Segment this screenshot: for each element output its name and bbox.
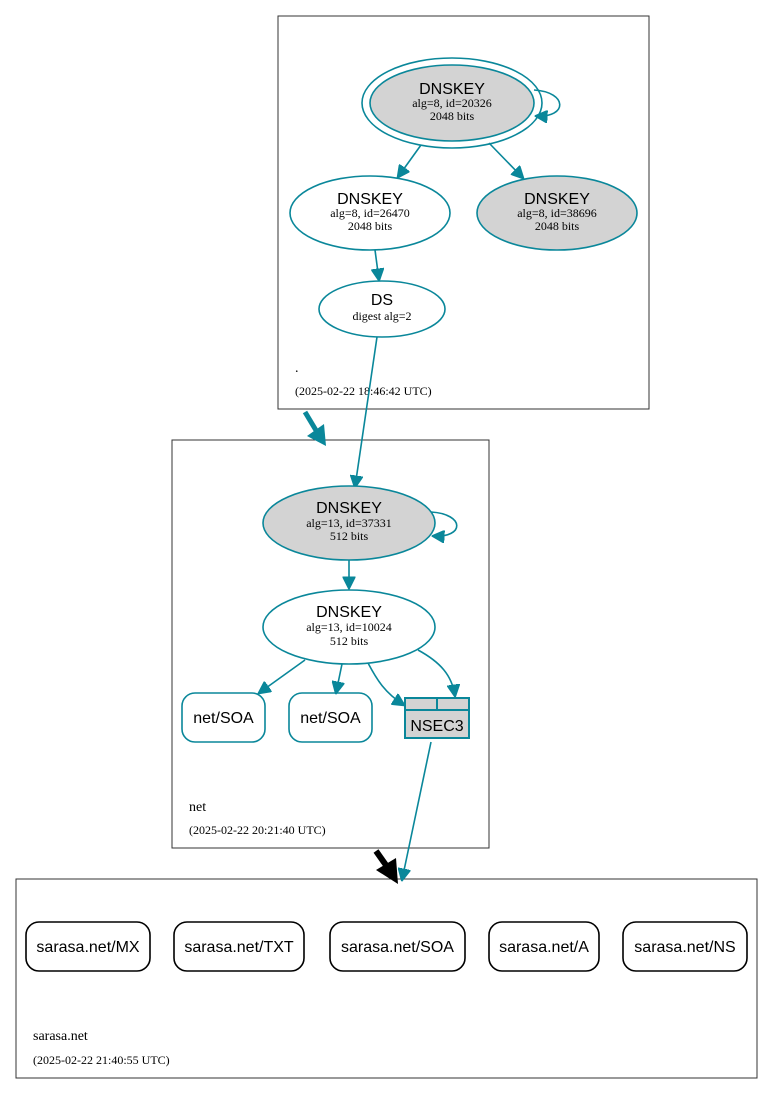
edge-net-zsk-nsec3-a	[367, 662, 404, 705]
root-ksk-node[interactable]: DNSKEY alg=8, id=20326 2048 bits	[361, 57, 543, 149]
delegation-root-net-head	[307, 424, 326, 446]
net-soa2-node[interactable]: net/SOA	[288, 692, 373, 743]
root-ksk-bits: 2048 bits	[430, 109, 475, 123]
edge-net-zsk-soa2	[336, 663, 342, 693]
root-zsk1-node[interactable]: DNSKEY alg=8, id=26470 2048 bits	[289, 175, 451, 251]
net-zsk-title: DNSKEY	[316, 604, 382, 621]
edge-root-ds-net-ksk	[355, 336, 378, 487]
record-mx[interactable]: sarasa.net/MX	[25, 921, 151, 972]
root-ds-node[interactable]: DS digest alg=2	[318, 280, 446, 338]
root-zsk2-title: DNSKEY	[524, 191, 590, 208]
zone-sarasa-name: sarasa.net	[33, 1029, 88, 1044]
root-ksk-alg: alg=8, id=20326	[412, 96, 492, 110]
edge-root-ksk-zsk1	[398, 144, 422, 177]
root-zsk2-bits: 2048 bits	[535, 219, 580, 233]
zone-root-name: .	[295, 361, 299, 376]
root-ds-digest: digest alg=2	[352, 309, 411, 323]
record-mx-label: sarasa.net/MX	[36, 939, 139, 956]
root-zsk2-node[interactable]: DNSKEY alg=8, id=38696 2048 bits	[476, 175, 638, 251]
root-ds-title: DS	[371, 292, 393, 309]
net-zsk-bits: 512 bits	[330, 634, 369, 648]
root-zsk1-alg: alg=8, id=26470	[330, 206, 410, 220]
record-ns-label: sarasa.net/NS	[634, 939, 735, 956]
edge-nsec3-sarasa	[402, 741, 432, 880]
record-a-label: sarasa.net/A	[499, 939, 589, 956]
zone-net-name: net	[189, 800, 206, 815]
root-ksk-self-edge	[533, 89, 561, 116]
root-zsk1-title: DNSKEY	[337, 191, 403, 208]
root-zsk1-bits: 2048 bits	[348, 219, 393, 233]
record-a[interactable]: sarasa.net/A	[488, 921, 600, 972]
net-ksk-node[interactable]: DNSKEY alg=13, id=37331 512 bits	[262, 485, 436, 561]
delegation-root-net-shaft	[302, 410, 320, 434]
zone-sarasa-box	[15, 878, 758, 1079]
net-nsec3-label: NSEC3	[410, 718, 463, 735]
net-zsk-alg: alg=13, id=10024	[306, 620, 392, 634]
zone-net-timestamp: (2025-02-22 20:21:40 UTC)	[189, 823, 326, 837]
net-soa2-label: net/SOA	[300, 710, 361, 727]
zone-sarasa-timestamp: (2025-02-22 21:40:55 UTC)	[33, 1053, 170, 1067]
net-soa1-node[interactable]: net/SOA	[181, 692, 266, 743]
root-zsk2-alg: alg=8, id=38696	[517, 206, 597, 220]
net-ksk-title: DNSKEY	[316, 500, 382, 517]
record-txt[interactable]: sarasa.net/TXT	[173, 921, 305, 972]
record-soa[interactable]: sarasa.net/SOA	[329, 921, 466, 972]
edge-root-zsk1-ds	[375, 249, 379, 280]
record-txt-label: sarasa.net/TXT	[184, 939, 294, 956]
record-ns[interactable]: sarasa.net/NS	[622, 921, 748, 972]
net-zsk-node[interactable]: DNSKEY alg=13, id=10024 512 bits	[262, 589, 436, 665]
net-soa1-label: net/SOA	[193, 710, 254, 727]
net-ksk-self-edge	[430, 511, 458, 536]
root-ksk-title: DNSKEY	[419, 81, 485, 98]
edge-net-zsk-nsec3-b	[417, 649, 455, 696]
net-ksk-alg: alg=13, id=37331	[306, 516, 392, 530]
delegation-net-sarasa-head	[376, 858, 398, 884]
net-ksk-bits: 512 bits	[330, 529, 369, 543]
net-nsec3-node[interactable]: NSEC3	[404, 697, 470, 739]
record-soa-label: sarasa.net/SOA	[341, 939, 454, 956]
edge-net-zsk-soa1	[259, 659, 306, 693]
zone-root-timestamp: (2025-02-22 18:46:42 UTC)	[295, 384, 432, 398]
edge-root-ksk-zsk2	[488, 142, 523, 178]
